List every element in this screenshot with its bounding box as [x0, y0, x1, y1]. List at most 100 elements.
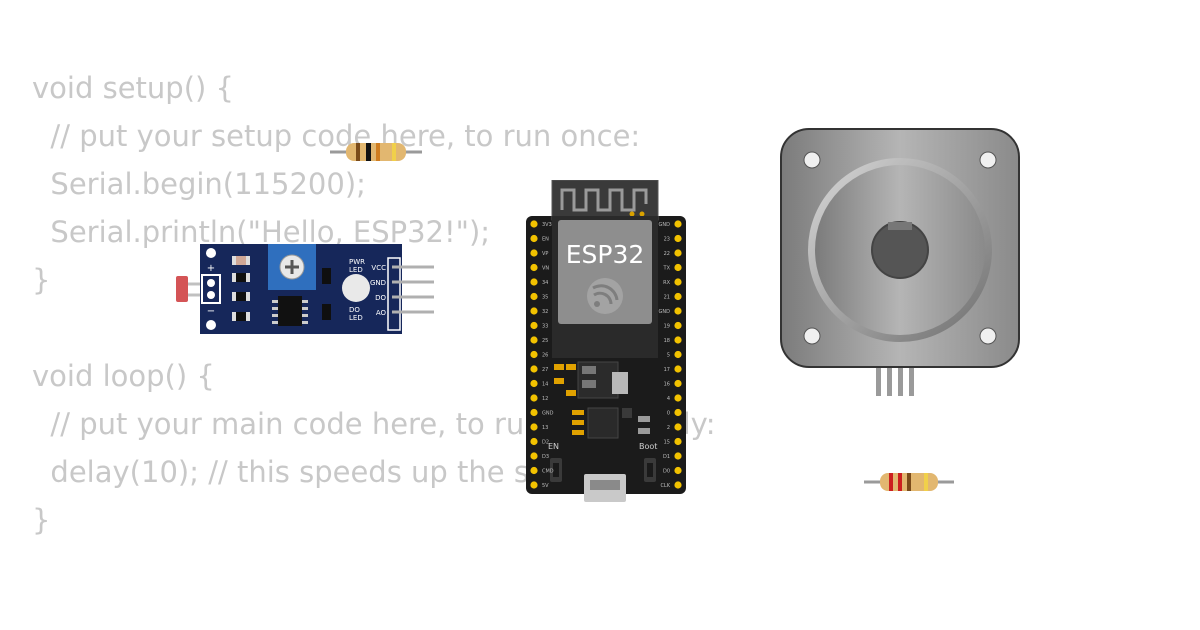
pin-label-gnd: GND — [370, 279, 386, 287]
esp32-pin-label: D3 — [542, 454, 549, 460]
esp32-pin-label: CLK — [660, 483, 670, 489]
pwr-led-label-1: PWR — [349, 258, 365, 266]
esp32-pin-label: 14 — [542, 382, 548, 388]
esp32-pin-label: 21 — [664, 295, 670, 301]
esp32-pin-label: 33 — [542, 324, 548, 330]
resistor-top[interactable] — [330, 138, 422, 170]
esp32-pin[interactable] — [674, 278, 682, 286]
ldr-module-graphic: + − PWR LED DO LED VCC GND DO AO — [176, 244, 434, 334]
code-line: } — [32, 263, 51, 297]
pin-label-do: DO — [375, 294, 386, 302]
esp32-pin[interactable] — [674, 307, 682, 315]
pin-label-vcc: VCC — [371, 264, 386, 272]
esp32-pin[interactable] — [674, 263, 682, 272]
esp32-pin-label: 17 — [664, 367, 670, 373]
esp32-pin-label: CMD — [542, 469, 554, 475]
esp32-pin[interactable] — [530, 234, 538, 243]
esp32-pin-label: 25 — [542, 338, 548, 344]
esp32-pin[interactable] — [674, 481, 682, 489]
esp32-pin[interactable] — [674, 437, 682, 446]
stepper-motor-graphic — [780, 128, 1020, 396]
code-line: void setup() { — [32, 71, 234, 105]
button-boot-label: Boot — [639, 442, 657, 451]
esp32-pin-label: 23 — [664, 237, 670, 243]
esp32-pin[interactable] — [530, 379, 538, 388]
code-line: } — [32, 503, 51, 537]
esp32-pin-label: 27 — [542, 367, 548, 373]
resistor-bottom[interactable] — [864, 468, 954, 500]
esp32-pin[interactable] — [674, 220, 682, 228]
esp32-pin-label: TX — [663, 266, 671, 272]
esp32-pin[interactable] — [530, 336, 538, 344]
pin-label-ao: AO — [376, 309, 387, 317]
esp32-pin-label: 5 — [667, 353, 670, 359]
esp32-pin[interactable] — [674, 292, 682, 301]
esp32-pin[interactable] — [674, 249, 682, 257]
esp32-pin[interactable] — [530, 321, 538, 330]
esp32-pin[interactable] — [530, 408, 538, 417]
esp32-pin-label: GND — [542, 411, 554, 417]
do-led-label-2: LED — [349, 314, 363, 322]
esp32-pin[interactable] — [530, 481, 538, 489]
esp32-pin-label: D1 — [663, 454, 670, 460]
esp32-pin[interactable] — [530, 394, 538, 402]
esp32-pin[interactable] — [674, 408, 682, 417]
esp32-pin[interactable] — [530, 452, 538, 460]
esp32-pin-label: GND — [659, 222, 671, 228]
esp32-pin-label: VP — [542, 251, 548, 257]
esp32-pin[interactable] — [530, 437, 538, 446]
pwr-led-label-2: LED — [349, 266, 363, 274]
esp32-pin[interactable] — [674, 466, 682, 475]
esp32-pin-label: 35 — [542, 295, 548, 301]
ldr-minus-label: − — [207, 306, 215, 317]
esp32-pin[interactable] — [674, 423, 682, 431]
stepper-motor[interactable] — [780, 128, 1022, 404]
esp32-pin[interactable] — [530, 365, 538, 373]
esp32-pin[interactable] — [530, 307, 538, 315]
esp32-pin-label: 34 — [542, 280, 548, 286]
code-line: Serial.begin(115200); — [32, 167, 366, 201]
code-line: void loop() { — [32, 359, 215, 393]
code-line: // put your setup code here, to run once… — [32, 119, 641, 153]
esp32-pin[interactable] — [674, 452, 682, 460]
esp32-pin[interactable] — [530, 350, 538, 359]
esp32-pin-label: 32 — [542, 309, 548, 315]
esp32-pin-label: 16 — [664, 382, 670, 388]
esp32-pin[interactable] — [530, 263, 538, 272]
esp32-pin-label: RX — [663, 280, 670, 286]
esp32-pin[interactable] — [530, 292, 538, 301]
esp32-chip-label: ESP32 — [566, 240, 645, 269]
esp32-pin[interactable] — [530, 249, 538, 257]
esp32-pin-label: 4 — [667, 396, 670, 402]
resistor-top-graphic — [330, 143, 422, 161]
esp32-pin-label: 26 — [542, 353, 548, 359]
esp32-pin[interactable] — [674, 394, 682, 402]
esp32-pin[interactable] — [674, 379, 682, 388]
ldr-sensor-module[interactable]: + − PWR LED DO LED VCC GND DO AO — [172, 240, 436, 342]
esp32-pin-label: 0 — [667, 411, 670, 417]
esp32-pin[interactable] — [674, 336, 682, 344]
esp32-pin-label: 2 — [667, 425, 670, 431]
esp32-pin[interactable] — [530, 423, 538, 431]
esp32-pin[interactable] — [674, 350, 682, 359]
esp32-pin[interactable] — [530, 466, 538, 475]
do-led-label-1: DO — [349, 306, 360, 314]
esp32-pin-label: D0 — [663, 469, 670, 475]
ldr-plus-label: + — [207, 263, 215, 274]
esp32-pin[interactable] — [674, 365, 682, 373]
esp32-devkit-board[interactable]: ESP32 EN Boot 3 — [526, 179, 686, 506]
esp32-pin-label: 3V3 — [542, 222, 552, 228]
esp32-board-graphic: ESP32 EN Boot 3 — [526, 179, 686, 502]
code-line: Serial.println("Hello, ESP32!"); — [32, 215, 491, 249]
esp32-pin-label: 22 — [664, 251, 670, 257]
esp32-pin[interactable] — [674, 234, 682, 243]
esp32-pin-label: 18 — [664, 338, 670, 344]
esp32-pin-label: D2 — [542, 440, 549, 446]
esp32-pin[interactable] — [530, 278, 538, 286]
esp32-pin-label: GND — [659, 309, 671, 315]
esp32-pin[interactable] — [674, 321, 682, 330]
esp32-pin-label: VN — [542, 266, 549, 272]
esp32-pin[interactable] — [530, 220, 538, 228]
esp32-pin-label: 15 — [664, 440, 670, 446]
button-en-label: EN — [548, 442, 559, 451]
